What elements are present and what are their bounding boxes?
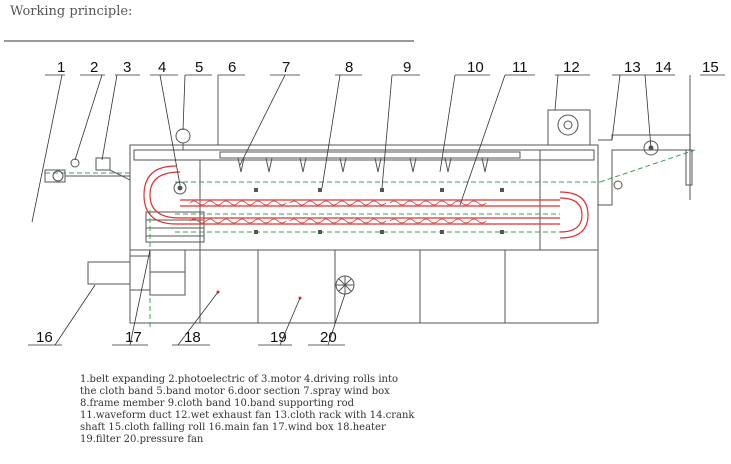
callout-17: 17: [125, 329, 142, 346]
legend-line: 11.waveform duct 12.wet exhaust fan 13.c…: [80, 410, 415, 421]
spray-wind-box: [219, 151, 521, 173]
callout-6: 6: [228, 59, 236, 76]
callout-13: 13: [624, 59, 641, 76]
leader-lines: [28, 74, 725, 346]
callout-7: 7: [282, 59, 290, 76]
callout-16: 16: [36, 329, 53, 346]
callout-9: 9: [403, 59, 411, 76]
heading-rule: [4, 40, 414, 42]
parts-legend: 1.belt expanding 2.photoelectric of 3.mo…: [80, 374, 440, 446]
band-motor: [175, 128, 191, 150]
legend-line: 1.belt expanding 2.photoelectric of 3.mo…: [80, 374, 399, 385]
cloth-band-path: [45, 149, 696, 330]
callout-4: 4: [158, 59, 166, 76]
page-heading: Working principle:: [10, 4, 133, 19]
callout-14: 14: [655, 59, 672, 76]
main-fan: [87, 249, 186, 296]
feed-unit: [44, 157, 187, 195]
duct-ripples: [189, 200, 487, 224]
outlet-unit: [598, 134, 693, 206]
legend-line: shaft 15.cloth falling roll 16.main fan …: [80, 422, 386, 433]
machine-body: [129, 144, 599, 324]
pressure-fan: [335, 275, 355, 295]
callout-1: 1: [57, 59, 65, 76]
callout-15: 15: [702, 59, 719, 76]
legend-line: 8.frame member 9.cloth band 10.band supp…: [80, 398, 355, 409]
callout-19: 19: [270, 329, 287, 346]
callout-2: 2: [90, 59, 98, 76]
callout-11: 11: [512, 59, 528, 76]
legend-line: 19.filter 20.pressure fan: [80, 434, 204, 445]
legend-line: the cloth band 5.band motor 6.door secti…: [80, 386, 390, 397]
waveform-duct: [143, 165, 589, 239]
callout-12: 12: [563, 59, 580, 76]
callout-5: 5: [195, 59, 203, 76]
callout-numbers: 1 2 3 4 5 6 7 8 9 10 11 12 13 14 15 16 1…: [36, 59, 719, 346]
callout-18: 18: [184, 329, 201, 346]
callout-20: 20: [320, 329, 337, 346]
callout-8: 8: [345, 59, 353, 76]
wet-exhaust-fan: [547, 109, 591, 146]
callout-10: 10: [467, 59, 484, 76]
callout-3: 3: [123, 59, 131, 76]
frame-members: [254, 188, 504, 234]
